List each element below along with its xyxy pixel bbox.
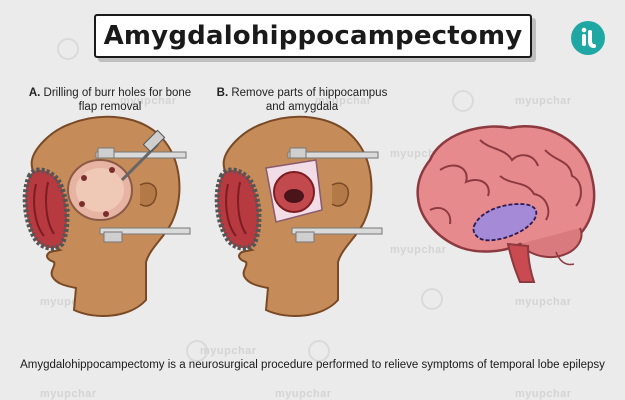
brain-illustration [416, 125, 596, 283]
watermark-text: myupchar [40, 388, 97, 400]
step-a-caption: A. Drilling of burr holes for bone flap … [20, 86, 200, 114]
watermark-icon [186, 340, 208, 362]
watermark-text: myupchar [515, 296, 572, 308]
step-b-letter: B. [216, 87, 229, 99]
title-banner: Amygdalohippocampectomy [94, 14, 532, 58]
watermark-text: myupchar [515, 95, 572, 107]
procedure-description: Amygdalohippocampectomy is a neurosurgic… [20, 359, 605, 371]
step-a-letter: A. [28, 87, 41, 99]
watermark-text: myupchar [390, 244, 447, 256]
watermark-text: myupchar [275, 388, 332, 400]
step-a-text: Drilling of burr holes for bone flap rem… [43, 87, 192, 113]
watermark-text: myupchar [200, 345, 257, 357]
head-illustration-b [217, 115, 383, 317]
watermark-icon [308, 340, 330, 362]
head-illustration-a [25, 115, 191, 317]
watermark-icon [452, 90, 474, 112]
watermark-text: myupchar [515, 388, 572, 400]
watermark-icon [421, 288, 443, 310]
brand-logo-icon [571, 21, 605, 55]
step-b-text: Remove parts of hippocampus and amygdala [231, 87, 388, 113]
watermark-icon [57, 38, 79, 60]
page-title: Amygdalohippocampectomy [103, 21, 523, 51]
watermark-text: myupchar [315, 95, 372, 107]
watermark-text: myupchar [120, 95, 177, 107]
step-b-caption: B. Remove parts of hippocampus and amygd… [212, 86, 392, 114]
